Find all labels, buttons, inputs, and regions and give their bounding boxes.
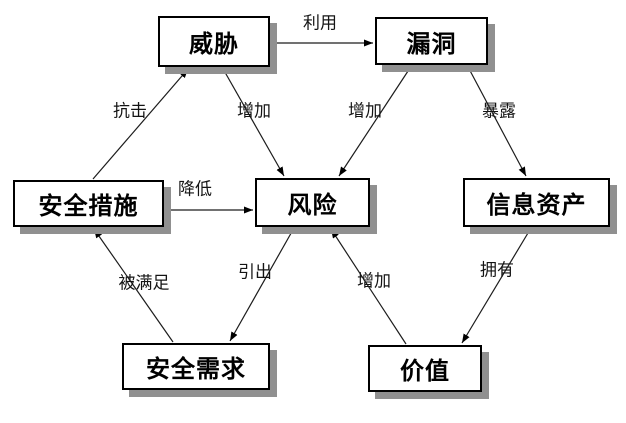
edge-label-exploit: 利用 [303, 13, 337, 34]
node-vulnerability: 漏洞 [375, 17, 488, 65]
node-security-requirements: 安全需求 [122, 343, 270, 390]
edge-label-increase-vulnerability-risk: 增加 [348, 101, 382, 122]
edge-label-resist: 抗击 [113, 101, 147, 122]
node-risk: 风险 [255, 178, 370, 227]
edge-line-resist [92, 68, 189, 180]
edge-line-increase-threat-risk [221, 66, 285, 177]
edge-label-own: 拥有 [480, 260, 514, 281]
node-information-assets: 信息资产 [463, 178, 610, 227]
edge-label-expose: 暴露 [482, 101, 516, 122]
node-security-measures: 安全措施 [13, 180, 164, 227]
edge-label-leads-to: 引出 [238, 262, 272, 283]
edge-label-reduce: 降低 [178, 179, 212, 200]
edge-label-increase-threat-risk: 增加 [237, 101, 271, 122]
edge-line-own [461, 227, 532, 344]
edge-line-leads-to [229, 227, 295, 342]
edge-label-satisfied-by: 被满足 [118, 273, 170, 294]
edge-label-increase-value-risk: 增加 [357, 271, 391, 292]
node-value: 价值 [368, 345, 482, 392]
node-threat: 威胁 [158, 16, 270, 67]
